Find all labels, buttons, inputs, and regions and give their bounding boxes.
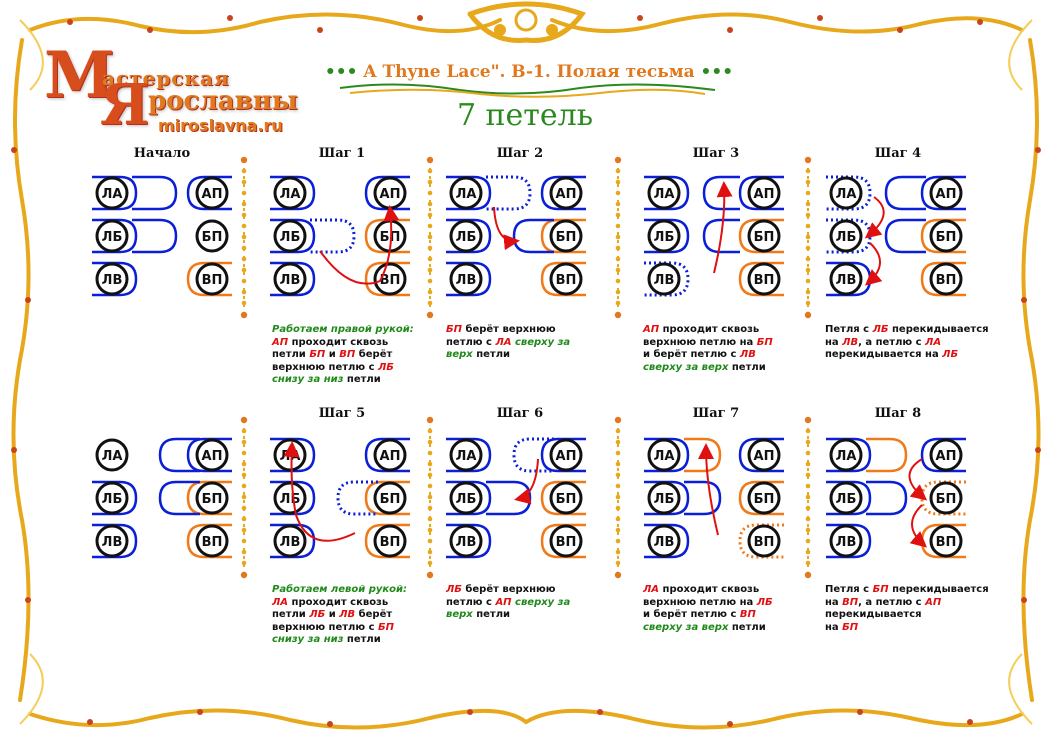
title-dots-left: ••• — [324, 62, 358, 82]
step-title-1: Шаг 1 — [318, 146, 366, 161]
subtitle: 7 петель — [456, 98, 594, 133]
caption-step-2: БП берёт верхнюю петлю с ЛА сверху за ве… — [446, 324, 571, 360]
title-text: A Thyne Lace". B-1. Полая тесьма — [363, 62, 695, 82]
step-title-6: Шаг 6 — [496, 406, 544, 421]
logo-word-masterskaya: астерская — [102, 66, 230, 90]
caption-step-6: ЛБ берёт верхнюю петлю с АП сверху за ве… — [446, 584, 571, 620]
step-title-7: Шаг 7 — [692, 406, 740, 421]
logo-url: miroslavna.ru — [158, 116, 283, 135]
title-dots-right: ••• — [700, 62, 734, 82]
caption-step-3: АП проходит сквозь верхнюю петлю на БП и… — [643, 324, 773, 373]
logo: М астерская Я рославны miroslavna.ru — [44, 38, 298, 138]
logo-initial-m: М — [44, 38, 115, 113]
step-title-4: Шаг 4 — [874, 146, 922, 161]
caption-step-8: Петля с БП перекидывается на ВП, а петлю… — [825, 584, 989, 633]
step-title-5: Шаг 5 — [318, 406, 366, 421]
caption-step-4: Петля с ЛБ перекидывается на ЛВ, а петлю… — [825, 324, 989, 360]
step-title-8: Шаг 8 — [874, 406, 922, 421]
page-title: ••• A Thyne Lace". B-1. Полая тесьма ••• — [306, 62, 752, 82]
caption-step-5: Работаем левой рукой: ЛА проходит сквозь… — [272, 584, 408, 645]
step-title-start: Начало — [133, 146, 191, 161]
caption-step-7: ЛА проходит сквозь верхнюю петлю на ЛБ и… — [643, 584, 773, 633]
step-title-3: Шаг 3 — [692, 146, 740, 161]
logo-word-yaroslavny: рославны — [148, 86, 298, 116]
caption-step-1: Работаем правой рукой: АП проходит сквоз… — [272, 324, 414, 385]
logo-initial-ya: Я — [100, 72, 150, 138]
step-title-2: Шаг 2 — [496, 146, 544, 161]
